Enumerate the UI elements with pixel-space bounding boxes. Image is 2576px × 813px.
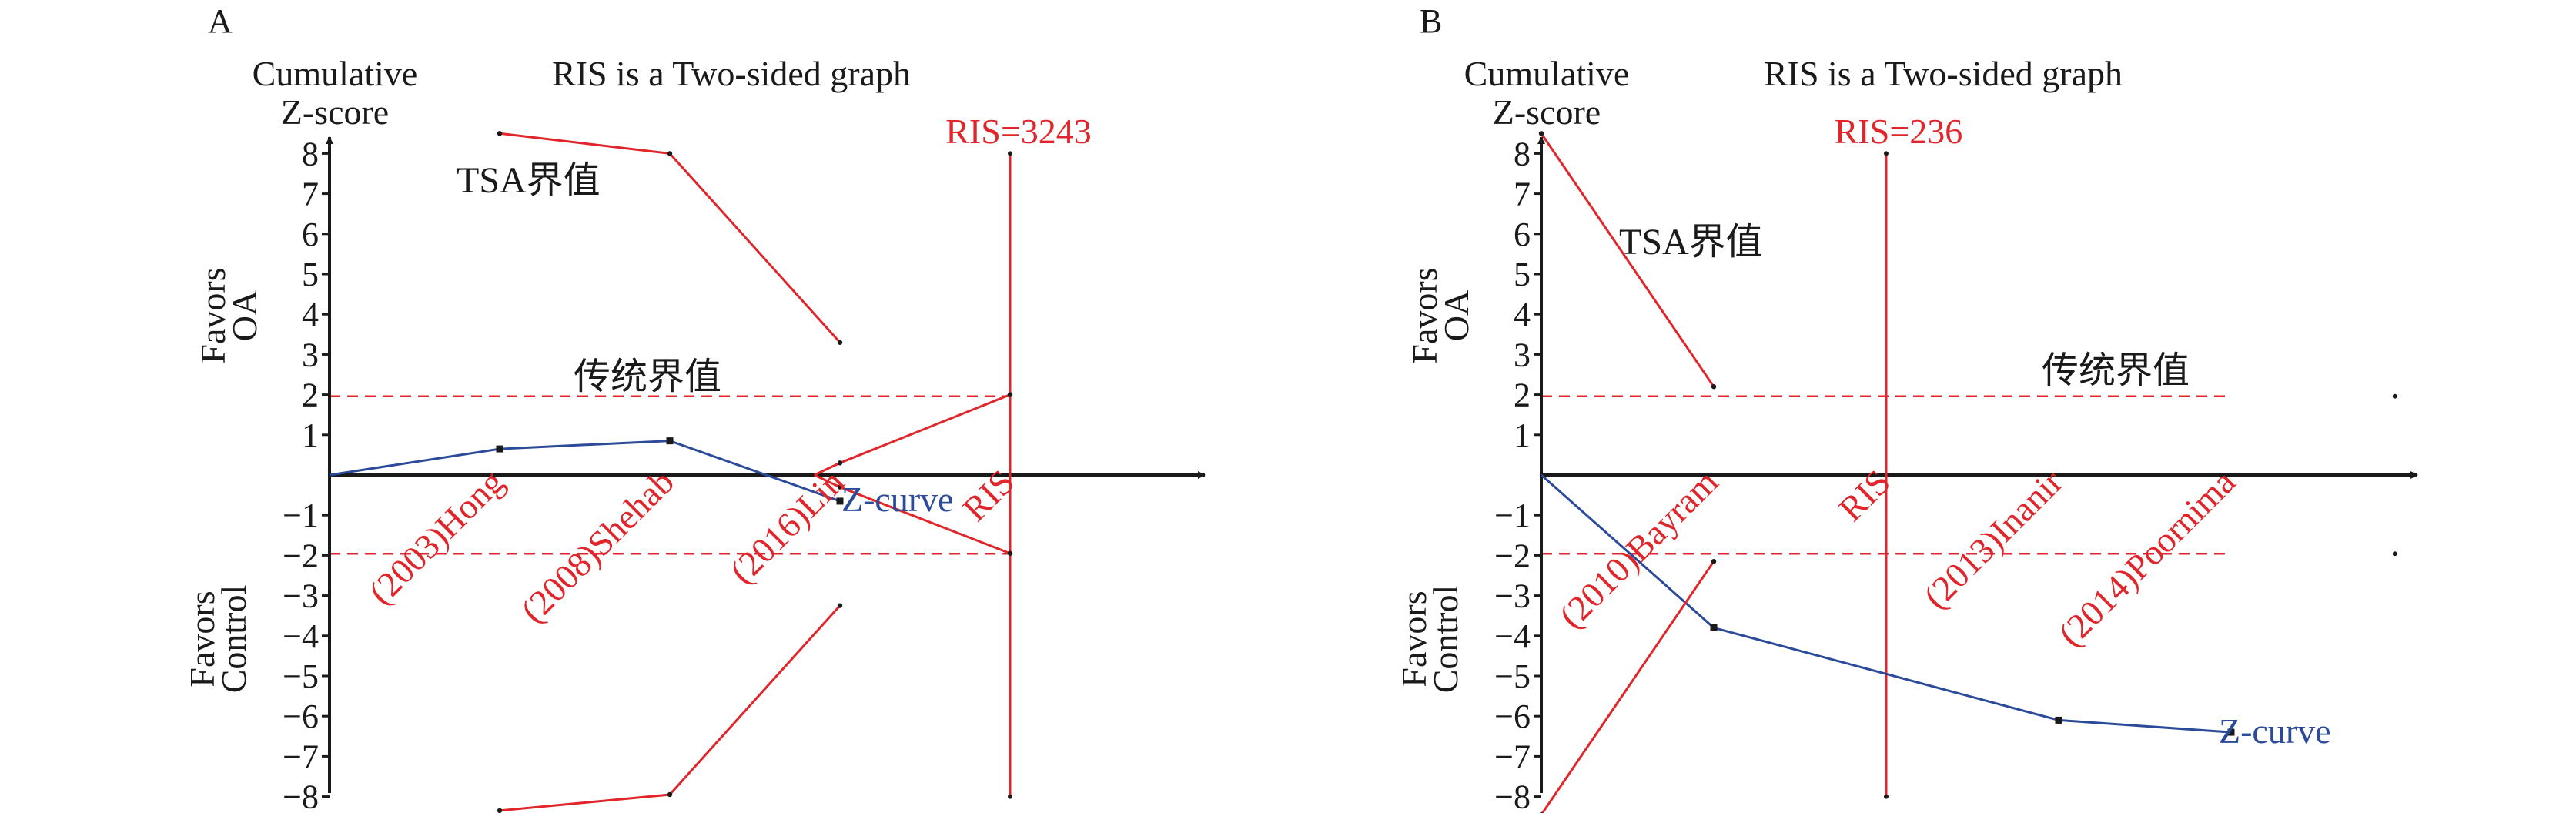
tsa-boundary-label: TSA界值 (457, 160, 601, 201)
zcurve-marker (496, 445, 503, 453)
boundary-point (1711, 383, 1717, 390)
y-tick-label: 5 (1514, 256, 1531, 293)
y-tick-label: −1 (1494, 497, 1531, 534)
zcurve-marker (2227, 728, 2235, 736)
boundary-point (497, 808, 503, 813)
y-tick-label: 3 (302, 336, 319, 373)
futility-point (837, 484, 843, 490)
zcurve-marker (1710, 624, 1718, 631)
zcurve-marker (836, 497, 844, 505)
ris-value-label: RIS=236 (1835, 112, 1963, 151)
futility-point (837, 460, 843, 466)
y-tick-label: 1 (302, 417, 319, 454)
series-tsa-lower (499, 604, 841, 812)
series-tsa-lower (1541, 560, 1715, 813)
boundary-point (1538, 131, 1544, 136)
y-tick-label: 6 (302, 216, 319, 253)
y-tick-label: −6 (283, 698, 319, 735)
boundary-point (1711, 559, 1717, 564)
series-zcurve (1541, 473, 2232, 734)
ris-axis-label: RIS (955, 462, 1022, 529)
zcurve-marker (666, 437, 674, 445)
ris-endpoint (1884, 151, 1889, 156)
y-tick-label: −2 (283, 537, 319, 574)
y-tick-label: 1 (1514, 417, 1531, 454)
y-axis-label: Cumulative (1464, 54, 1630, 93)
y-tick-label: −3 (283, 577, 319, 615)
conventional-end (2392, 551, 2397, 557)
y-tick-label: −5 (283, 657, 319, 695)
y-tick-label: 7 (1514, 176, 1531, 213)
ris-endpoint (1008, 151, 1012, 156)
ris-endpoint (1884, 794, 1889, 799)
study-label: (2014)Poornima (2051, 462, 2243, 654)
study-label: (2010)Bayram (1551, 462, 1725, 636)
favors-top-label: Favors (193, 267, 233, 363)
ris-value-label: RIS=3243 (945, 112, 1092, 151)
y-tick-label: 8 (302, 135, 319, 172)
y-tick-label: −5 (1494, 657, 1531, 695)
y-axis-label: Z-score (1493, 92, 1601, 132)
y-tick-label: 8 (1514, 135, 1531, 172)
y-tick-label: −3 (1494, 577, 1531, 615)
y-tick-label: −6 (1494, 698, 1531, 735)
y-tick-label: −4 (1494, 617, 1531, 655)
favors-bottom-label: Favors (1394, 591, 1434, 687)
favors-bottom-label: Favors (182, 591, 222, 687)
chart-title: RIS is a Two-sided graph (552, 54, 911, 93)
boundary-point (667, 151, 673, 156)
series-futility (814, 393, 1011, 477)
favors-top-label: OA (225, 290, 264, 341)
boundary-point (837, 340, 843, 345)
y-tick-label: −8 (283, 778, 319, 813)
y-tick-label: −8 (1494, 778, 1531, 813)
conventional-boundary-label: 传统界值 (2042, 350, 2190, 391)
favors-bottom-label: Control (1426, 585, 1465, 694)
study-label: (2008)Shehab (514, 462, 682, 631)
zcurve-label: Z-curve (841, 480, 954, 519)
y-tick-label: −4 (283, 617, 319, 655)
y-axis-label: Cumulative (253, 54, 418, 93)
favors-bottom-label: Control (214, 585, 253, 694)
panel-label: A (208, 2, 233, 40)
futility-point (1007, 392, 1013, 397)
y-tick-label: 2 (302, 376, 319, 414)
y-axis-label: Z-score (281, 92, 389, 132)
boundary-point (837, 603, 843, 608)
y-tick-label: 3 (1514, 336, 1531, 373)
y-tick-label: 5 (302, 256, 319, 293)
favors-top-label: Favors (1405, 267, 1444, 363)
y-tick-label: −1 (283, 497, 319, 534)
ris-endpoint (1008, 794, 1012, 799)
conventional-boundary-label: 传统界值 (574, 356, 721, 397)
study-label: (2013)Inanir (1916, 462, 2070, 616)
zcurve-marker (2055, 716, 2062, 724)
study-label: (2003)Hong (361, 462, 511, 612)
conventional-end (2392, 393, 2397, 399)
y-tick-label: 2 (1514, 376, 1531, 414)
series-tsa-upper (1540, 132, 1715, 388)
series-zcurve (329, 440, 841, 503)
y-tick-label: 4 (1514, 296, 1531, 333)
boundary-point (497, 131, 503, 136)
y-tick-label: −2 (1494, 537, 1531, 574)
ris-axis-label: RIS (1831, 462, 1898, 529)
boundary-point (667, 791, 673, 798)
y-tick-label: −7 (1494, 738, 1531, 775)
y-tick-label: 6 (1514, 216, 1531, 253)
y-tick-label: 4 (302, 296, 319, 333)
y-tick-label: −7 (283, 738, 319, 775)
chart-title: RIS is a Two-sided graph (1764, 54, 2123, 93)
zcurve-label: Z-curve (2219, 711, 2331, 751)
y-tick-label: 7 (302, 176, 319, 213)
favors-top-label: OA (1437, 290, 1476, 341)
futility-point (1007, 550, 1013, 556)
panel-label: B (1420, 2, 1442, 40)
tsa-boundary-label: TSA界值 (1619, 222, 1763, 263)
